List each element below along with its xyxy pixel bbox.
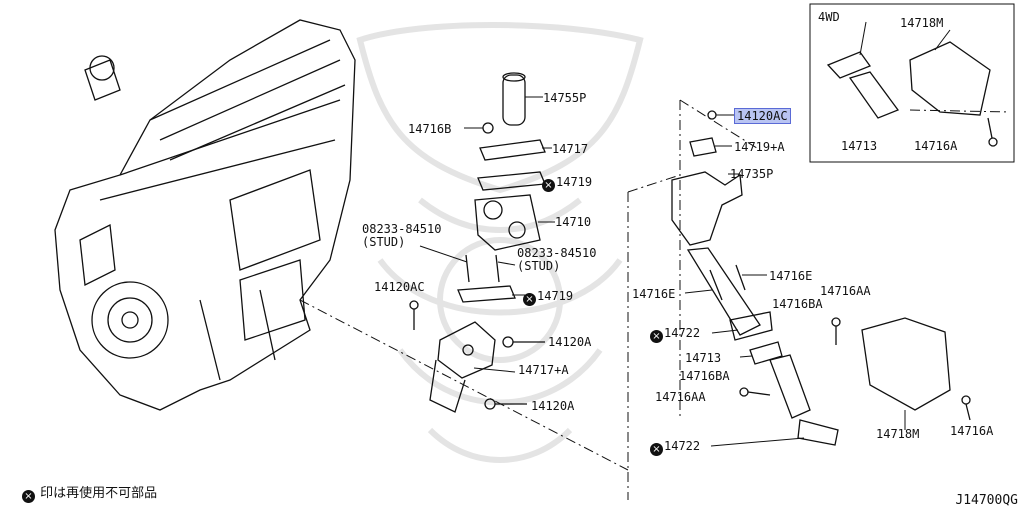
part-label-text: 14722 <box>664 439 701 453</box>
part-label-14722-upper[interactable]: ×14722 <box>650 326 700 343</box>
part-label-text: 14719 <box>537 289 574 303</box>
part-label-14717[interactable]: 14717 <box>552 142 589 156</box>
part-label-14755p[interactable]: 14755P <box>543 91 587 105</box>
part-label-14716e-right[interactable]: 14716E <box>769 269 813 283</box>
part-label-14719-upper[interactable]: ×14719 <box>542 175 592 192</box>
footnote: × 印は再使用不可部品 <box>22 482 157 503</box>
dashed-guides <box>299 99 1011 500</box>
non-reusable-icon: × <box>650 330 663 343</box>
part-label-stud-left-text: (STUD) <box>362 235 406 249</box>
inset-title: 4WD <box>818 10 840 24</box>
part-label-14735p[interactable]: 14735P <box>730 167 774 181</box>
part-label-14717a[interactable]: 14717+A <box>518 363 569 377</box>
part-label-14713[interactable]: 14713 <box>685 351 722 365</box>
part-label-stud-left-number[interactable]: 08233-84510 <box>362 222 442 236</box>
part-label-14120ac-left[interactable]: 14120AC <box>374 280 425 294</box>
part-label-14716ba-upper[interactable]: 14716BA <box>772 297 823 311</box>
part-label-14710[interactable]: 14710 <box>555 215 592 229</box>
part-label-14716a[interactable]: 14716A <box>950 424 994 438</box>
part-label-14120ac-right-selected[interactable]: 14120AC <box>734 108 791 124</box>
non-reusable-icon: × <box>523 293 536 306</box>
non-reusable-icon: × <box>22 490 35 503</box>
footnote-text: 印は再使用不可部品 <box>40 486 158 501</box>
part-label-14719-lower[interactable]: ×14719 <box>523 289 573 306</box>
engine-block <box>54 19 356 411</box>
part-label-14719a[interactable]: 14719+A <box>734 140 785 154</box>
watermark-emblem <box>356 22 644 463</box>
part-label-text: 14722 <box>664 326 701 340</box>
non-reusable-icon: × <box>542 179 555 192</box>
part-label-14716b[interactable]: 14716B <box>408 122 452 136</box>
inset-part-label-14713[interactable]: 14713 <box>841 139 878 153</box>
part-label-text: 14719 <box>556 175 593 189</box>
part-label-stud-right-text: (STUD) <box>517 259 561 273</box>
part-label-14722-lower[interactable]: ×14722 <box>650 439 700 456</box>
part-label-14716ba-lower[interactable]: 14716BA <box>679 369 730 383</box>
egr-cooler-pipe <box>671 110 971 446</box>
non-reusable-icon: × <box>650 443 663 456</box>
part-label-14718m[interactable]: 14718M <box>876 427 920 441</box>
inset-part-label-14718m[interactable]: 14718M <box>900 16 944 30</box>
part-label-14120a-upper[interactable]: 14120A <box>548 335 592 349</box>
part-label-14716aa-upper[interactable]: 14716AA <box>820 284 871 298</box>
part-label-14716e-left[interactable]: 14716E <box>632 287 676 301</box>
egr-valve-assembly <box>409 72 546 413</box>
part-label-14120a-lower[interactable]: 14120A <box>531 399 575 413</box>
inset-4wd-parts <box>809 3 1015 163</box>
part-label-stud-right-number[interactable]: 08233-84510 <box>517 246 597 260</box>
diagram-code: J14700QG <box>955 493 1018 508</box>
inset-part-label-14716a[interactable]: 14716A <box>914 139 958 153</box>
part-label-14716aa-lower[interactable]: 14716AA <box>655 390 706 404</box>
leader-lines <box>419 21 951 447</box>
